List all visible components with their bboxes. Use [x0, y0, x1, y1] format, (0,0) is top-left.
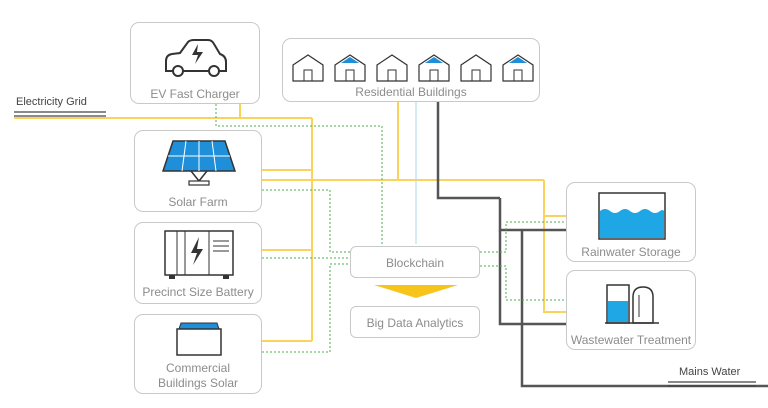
rainwater-label: Rainwater Storage [581, 245, 681, 259]
rainwater-node[interactable]: Rainwater Storage [566, 182, 696, 262]
electricity-grid-label: Electricity Grid [16, 96, 87, 108]
car-icon [165, 39, 227, 77]
house-icon [292, 54, 324, 82]
data-line-commercial [262, 263, 350, 353]
residential-node[interactable]: Residential Buildings [282, 38, 540, 102]
power-lines [14, 102, 566, 342]
commercial-solar-node[interactable]: Commercial Buildings Solar [134, 314, 262, 394]
commercial-solar-label-line1: Commercial [165, 361, 230, 375]
water-tank-icon [598, 192, 666, 240]
water-line-to-wastewater [498, 230, 566, 326]
data-lines [215, 104, 566, 353]
blockchain-node[interactable]: Blockchain [350, 246, 480, 278]
solar-panel-icon [161, 140, 237, 186]
wastewater-label: Wastewater Treatment [570, 333, 692, 347]
battery-label: Precinct Size Battery [142, 285, 254, 299]
solar-farm-node[interactable]: Solar Farm [134, 130, 262, 212]
wastewater-node[interactable]: Wastewater Treatment [566, 270, 696, 350]
mains-water-label: Mains Water [679, 366, 741, 378]
mains-water-rule [668, 381, 756, 387]
house-icon-solar [418, 54, 450, 82]
ev-charger-node[interactable]: EV Fast Charger [130, 22, 260, 104]
house-icon [460, 54, 492, 82]
solar-roof-icon [176, 322, 222, 356]
analytics-arrow [374, 285, 458, 298]
big-data-node[interactable]: Big Data Analytics [350, 306, 480, 338]
house-icon-solar [334, 54, 366, 82]
power-line-to-wastewater [543, 216, 566, 313]
data-line-rainwater [480, 221, 566, 253]
big-data-label: Big Data Analytics [366, 316, 464, 330]
water-line-residential [436, 102, 500, 200]
house-row [292, 54, 534, 82]
data-line-ev [215, 104, 383, 246]
treatment-plant-icon [605, 284, 659, 324]
power-line-to-rainwater [543, 180, 566, 217]
ev-charger-label: EV Fast Charger [150, 87, 240, 101]
water-line-to-rainwater [498, 198, 566, 232]
residential-label: Residential Buildings [355, 85, 467, 99]
data-line-wastewater [480, 265, 566, 301]
battery-icon [164, 230, 234, 279]
data-line-solar [262, 189, 350, 253]
commercial-solar-label-line2: Buildings Solar [157, 376, 239, 390]
house-icon-solar [502, 54, 534, 82]
blockchain-label: Blockchain [385, 256, 445, 270]
battery-node[interactable]: Precinct Size Battery [134, 222, 262, 304]
electricity-grid-rule [14, 111, 106, 117]
house-icon [376, 54, 408, 82]
solar-farm-label: Solar Farm [168, 195, 228, 209]
